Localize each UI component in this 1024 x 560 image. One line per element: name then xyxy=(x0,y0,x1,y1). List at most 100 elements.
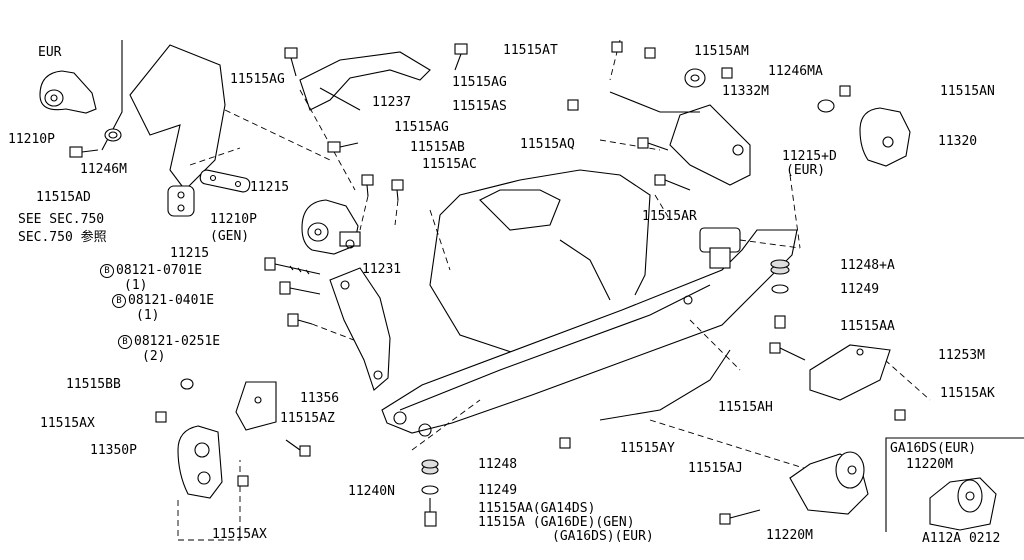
plate-11215-lower xyxy=(167,185,195,217)
washer-11249 xyxy=(421,485,439,495)
label-11515as: 11515AS xyxy=(452,99,507,114)
bushing-11248a xyxy=(770,259,790,275)
mount-11210p-gen xyxy=(301,199,361,255)
mount-11320 xyxy=(817,85,911,167)
mount-11220m xyxy=(719,451,869,525)
label-11231: 11231 xyxy=(362,262,402,277)
eur-mount-part xyxy=(39,70,97,114)
mount-11350p xyxy=(177,425,241,541)
label-gen: (GEN) xyxy=(210,229,250,244)
label-11215-2: 11215 xyxy=(170,246,210,261)
crossmember-11240n xyxy=(381,227,798,437)
washer-11515am xyxy=(684,68,706,88)
bracket-11253m xyxy=(769,342,906,421)
label-11515aa: 11515AA xyxy=(840,319,895,334)
label-11515aj: 11515AJ xyxy=(688,461,743,476)
label-11210p-gen: 11210P xyxy=(210,212,257,227)
bolt-11515ad xyxy=(69,146,99,158)
nut-11246ma xyxy=(721,67,733,79)
bracket-11231 xyxy=(329,267,391,391)
label-eur-2: (EUR) xyxy=(786,163,826,178)
label-11515ar: 11515AR xyxy=(642,209,697,224)
label-11515an: 11515AN xyxy=(940,84,995,99)
bushing-11248 xyxy=(421,459,439,475)
bracket-sec750 xyxy=(129,44,331,191)
label-11210p: 11210P xyxy=(8,132,55,147)
label-11515at: 11515AT xyxy=(503,43,558,58)
label-11515a-ga16de: 11515A (GA16DE)(GEN) xyxy=(478,515,635,530)
bracket-11237 xyxy=(299,51,431,191)
label-11332m: 11332M xyxy=(722,84,769,99)
label-bolt1-qty: (1) xyxy=(124,278,148,293)
label-bolt2-qty: (1) xyxy=(136,308,160,323)
label-11515ah: 11515AH xyxy=(718,400,773,415)
label-sec-ref: SEC.750 参照 xyxy=(18,230,107,245)
label-11515am: 11515AM xyxy=(694,44,749,59)
bolt-part-number: 08121-0401E xyxy=(128,293,215,308)
label-11215d: 11215+D xyxy=(782,149,837,164)
bracket-11332m xyxy=(609,91,751,186)
label-11220m-1: 11220M xyxy=(766,528,813,543)
bolts-upper-right xyxy=(567,41,691,191)
bolt-08121-0401e xyxy=(279,281,321,295)
label-11515aa-ga14ds: 11515AA(GA14DS) xyxy=(478,501,596,516)
bracket-11356 xyxy=(235,381,277,431)
label-eur: EUR xyxy=(38,45,62,60)
label-11253m: 11253M xyxy=(938,348,985,363)
label-11515ag-1: 11515AG xyxy=(230,72,285,87)
label-reference-code: A112A 0212 xyxy=(922,531,1001,546)
label-11515bb: 11515BB xyxy=(66,377,121,392)
bolt-marker-b: B xyxy=(118,335,132,349)
inset-ga16ds-eur xyxy=(885,437,1024,532)
plate-11215-upper xyxy=(199,169,251,193)
label-11515ax-1: 11515AX xyxy=(40,416,95,431)
label-11240n: 11240N xyxy=(348,484,395,499)
label-11350p: 11350P xyxy=(90,443,137,458)
nut-11246m xyxy=(104,128,122,142)
label-11515ax-2: 11515AX xyxy=(212,527,267,542)
label-11515az: 11515AZ xyxy=(280,411,335,426)
label-ga16ds-eur: GA16DS(EUR) xyxy=(890,441,977,456)
label-see-sec: SEE SEC.750 xyxy=(18,212,105,227)
bolt-11515ay xyxy=(559,437,571,449)
bolts-11515ab-ac xyxy=(359,174,404,231)
label-11515a-ga16ds: (GA16DS)(EUR) xyxy=(552,529,654,544)
dashed-leaders xyxy=(411,39,931,471)
bolt-11515ag-top-left xyxy=(284,47,298,77)
label-11515ag-2: 11515AG xyxy=(452,75,507,90)
label-11515ak: 11515AK xyxy=(940,386,995,401)
label-11515aq: 11515AQ xyxy=(520,137,575,152)
bolt-11515ag-top-right xyxy=(454,43,468,71)
bolt-11515ag-mid xyxy=(327,141,359,153)
label-11320: 11320 xyxy=(938,134,978,149)
label-11249-2: 11249 xyxy=(840,282,880,297)
label-11515ay: 11515AY xyxy=(620,441,675,456)
engine-outline xyxy=(429,169,731,421)
bolt-part-number: 08121-0701E xyxy=(116,263,203,278)
label-11220m-2: 11220M xyxy=(906,457,953,472)
bolt-marker-b: B xyxy=(100,264,114,278)
bolt-11515a xyxy=(424,498,437,527)
label-11248a: 11248+A xyxy=(840,258,895,273)
label-bolt3-qty: (2) xyxy=(142,349,166,364)
bolt-11515aa xyxy=(774,315,786,329)
washer-11249-right xyxy=(771,284,789,294)
label-11249-1: 11249 xyxy=(478,483,518,498)
bolt-marker-b: B xyxy=(112,294,126,308)
label-11246m: 11246M xyxy=(80,162,127,177)
label-11515ag-3: 11515AG xyxy=(394,120,449,135)
label-11237: 11237 xyxy=(372,95,412,110)
label-11515ad: 11515AD xyxy=(36,190,91,205)
label-11248-1: 11248 xyxy=(478,457,518,472)
bolts-left-lower xyxy=(155,378,311,487)
label-11246ma: 11246MA xyxy=(768,64,823,79)
bolt-08121-0701e xyxy=(264,257,321,275)
label-11356: 11356 xyxy=(300,391,340,406)
label-11515ab: 11515AB xyxy=(410,140,465,155)
label-11515ac: 11515AC xyxy=(422,157,477,172)
